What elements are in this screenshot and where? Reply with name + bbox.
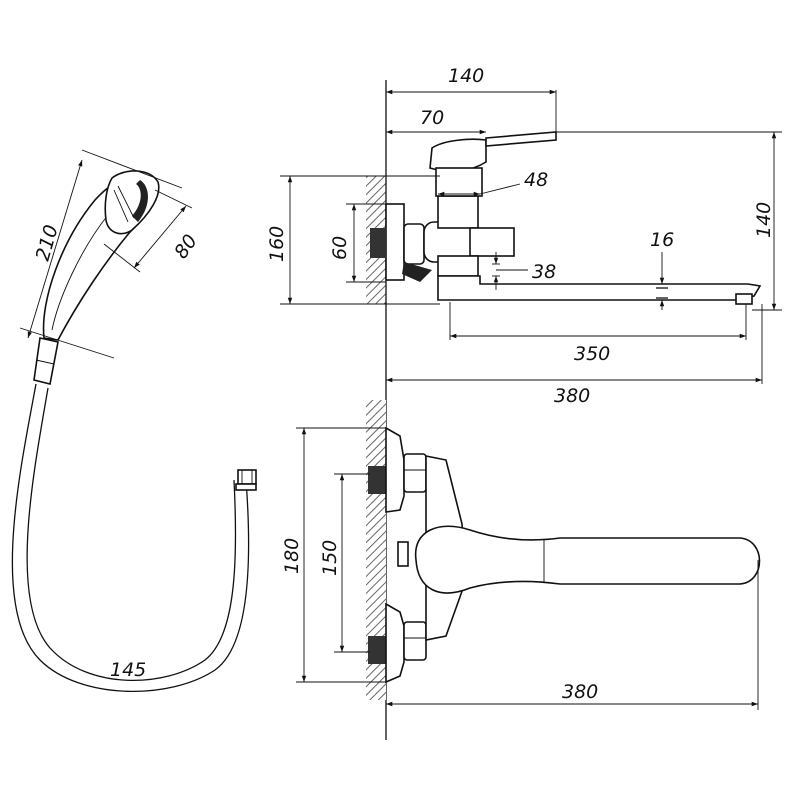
dim-pipe-diameter: 16 — [650, 229, 674, 310]
dim-inlet-spacing: 150 — [319, 473, 370, 653]
label-38: 38 — [532, 261, 556, 283]
dim-plan-length: 380 — [386, 560, 759, 710]
dim-outlet-offset: 38 — [492, 252, 556, 290]
label-140-right: 140 — [753, 202, 775, 238]
dim-handle-offset: 70 — [386, 107, 486, 135]
label-150: 150 — [319, 540, 341, 576]
faucet-side-view — [370, 131, 762, 305]
label-180: 180 — [281, 538, 303, 574]
label-380-plan: 380 — [562, 681, 598, 703]
shower-hose — [11, 383, 257, 693]
dim-spout-length: 350 — [449, 302, 747, 365]
label-70: 70 — [420, 107, 444, 129]
dim-spout-height: 140 — [556, 131, 782, 311]
faucet-plan-view — [368, 426, 761, 684]
label-80: 80 — [170, 230, 202, 262]
label-145: 145 — [110, 659, 146, 681]
dim-spout-projection: 140 — [386, 65, 557, 132]
label-60: 60 — [329, 236, 351, 260]
label-380-side: 380 — [554, 385, 590, 407]
label-16: 16 — [650, 229, 674, 251]
dim-body-width: 48 — [438, 169, 548, 197]
label-48: 48 — [524, 169, 548, 191]
dim-height-total: 160 — [266, 175, 440, 305]
dim-overall-length: 380 — [386, 304, 763, 407]
label-160: 160 — [266, 226, 288, 262]
dim-plan-height: 180 — [281, 427, 386, 683]
label-350: 350 — [574, 343, 610, 365]
dim-eccentric-height: 60 — [329, 203, 386, 283]
label-140-top: 140 — [448, 65, 484, 87]
label-210: 210 — [32, 222, 63, 263]
